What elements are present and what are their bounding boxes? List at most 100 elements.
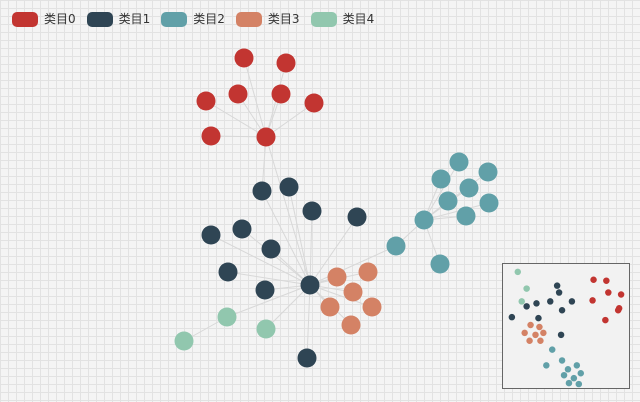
legend-label: 类目0 bbox=[44, 12, 76, 26]
graph-node-category-1[interactable] bbox=[201, 225, 221, 245]
legend-label: 类目2 bbox=[193, 12, 225, 26]
graph-edge bbox=[226, 284, 311, 318]
legend-item-0[interactable]: 类目0 bbox=[12, 12, 76, 27]
minimap-node bbox=[605, 289, 612, 296]
minimap-node bbox=[602, 316, 609, 324]
graph-edge bbox=[423, 202, 490, 221]
minimap-overview[interactable] bbox=[502, 263, 630, 389]
legend-label: 类目3 bbox=[267, 12, 300, 26]
graph-node-category-0[interactable] bbox=[304, 93, 324, 113]
graph-node-category-2[interactable] bbox=[386, 236, 406, 256]
legend-item-2[interactable]: 类目2 bbox=[161, 12, 225, 27]
minimap-node bbox=[508, 313, 516, 321]
graph-edge bbox=[288, 186, 311, 286]
graph-node-category-0[interactable] bbox=[201, 126, 221, 146]
graph-node-category-2[interactable] bbox=[449, 152, 469, 172]
graph-node-category-2[interactable] bbox=[459, 178, 479, 198]
minimap-node bbox=[535, 314, 542, 322]
minimap-node bbox=[614, 307, 622, 314]
minimap-node bbox=[590, 276, 597, 283]
graph-node-category-1[interactable] bbox=[297, 348, 317, 368]
graph-node-category-4[interactable] bbox=[217, 307, 237, 327]
minimap-node bbox=[570, 374, 578, 382]
minimap-node bbox=[523, 285, 530, 292]
minimap-node bbox=[547, 298, 554, 305]
graph-node-category-0[interactable] bbox=[228, 84, 248, 104]
minimap-node bbox=[564, 366, 572, 373]
graph-node-category-2[interactable] bbox=[414, 210, 434, 230]
minimap-node bbox=[540, 329, 547, 337]
minimap-node bbox=[527, 321, 534, 329]
graph-node-category-3[interactable] bbox=[320, 297, 340, 317]
graph-node-category-0[interactable] bbox=[234, 48, 254, 68]
minimap-node bbox=[536, 323, 543, 331]
minimap-node bbox=[521, 329, 528, 337]
graph-node-category-1[interactable] bbox=[279, 177, 299, 197]
graph-node-category-2[interactable] bbox=[431, 169, 451, 189]
graph-edge bbox=[243, 57, 267, 138]
graph-edge bbox=[210, 234, 311, 286]
graph-edge bbox=[265, 136, 311, 286]
graph-node-category-1[interactable] bbox=[347, 207, 367, 227]
graph-node-category-4[interactable] bbox=[174, 331, 194, 351]
minimap-node bbox=[526, 337, 533, 345]
graph-node-category-0[interactable] bbox=[276, 53, 296, 73]
graph-node-category-2[interactable] bbox=[430, 254, 450, 274]
minimap-node bbox=[548, 346, 556, 353]
minimap-node bbox=[532, 331, 539, 339]
legend-item-4[interactable]: 类目4 bbox=[310, 12, 375, 27]
graph-node-category-4[interactable] bbox=[256, 319, 276, 339]
minimap-node bbox=[514, 268, 522, 276]
graph-edge bbox=[265, 102, 315, 138]
minimap-canvas bbox=[508, 268, 625, 388]
legend-swatch bbox=[310, 12, 337, 27]
graph-node-category-1[interactable] bbox=[252, 181, 272, 201]
graph-node-category-3[interactable] bbox=[358, 262, 378, 282]
graph-node-category-1[interactable] bbox=[218, 262, 238, 282]
graph-node-category-3[interactable] bbox=[341, 315, 361, 335]
graph-edge bbox=[265, 284, 311, 330]
minimap-node bbox=[558, 357, 566, 364]
minimap-node bbox=[577, 369, 585, 377]
graph-node-category-1[interactable] bbox=[255, 280, 275, 300]
graph-node-category-2[interactable] bbox=[479, 193, 499, 213]
legend-item-3[interactable]: 类目3 bbox=[235, 12, 300, 27]
legend-label: 类目4 bbox=[342, 12, 375, 26]
graph-edge bbox=[309, 216, 358, 286]
legend-item-1[interactable]: 类目1 bbox=[86, 12, 151, 27]
minimap-node bbox=[558, 307, 566, 314]
graph-node-category-1[interactable] bbox=[261, 239, 281, 259]
graph-node-category-1[interactable] bbox=[302, 201, 322, 221]
minimap-node bbox=[573, 362, 581, 369]
graph-node-category-0[interactable] bbox=[271, 84, 291, 104]
node-layer bbox=[174, 48, 499, 368]
graph-node-category-3[interactable] bbox=[327, 267, 347, 287]
legend-swatch bbox=[12, 12, 38, 27]
minimap-node bbox=[518, 298, 525, 305]
graph-node-category-2[interactable] bbox=[478, 162, 498, 182]
minimap-node bbox=[575, 380, 583, 388]
minimap-node bbox=[533, 300, 540, 307]
legend-label: 类目1 bbox=[118, 12, 151, 26]
minimap-node bbox=[589, 297, 596, 304]
minimap-node bbox=[523, 303, 530, 310]
minimap-node bbox=[537, 337, 544, 345]
graph-node-category-3[interactable] bbox=[362, 297, 382, 317]
graph-edge bbox=[227, 271, 311, 286]
graph-edge bbox=[309, 245, 397, 286]
graph-node-category-1[interactable] bbox=[300, 275, 320, 295]
graph-node-category-0[interactable] bbox=[196, 91, 216, 111]
graph-node-category-1[interactable] bbox=[232, 219, 252, 239]
legend-swatch bbox=[161, 12, 188, 27]
graph-node-category-2[interactable] bbox=[438, 191, 458, 211]
graph-node-category-0[interactable] bbox=[256, 127, 276, 147]
minimap-node bbox=[565, 379, 573, 387]
graph-node-category-3[interactable] bbox=[343, 282, 363, 302]
minimap-node bbox=[555, 289, 563, 296]
minimap-node bbox=[617, 291, 625, 298]
graph-node-category-2[interactable] bbox=[456, 206, 476, 226]
graph-edge bbox=[423, 161, 460, 221]
minimap-node bbox=[568, 298, 576, 305]
